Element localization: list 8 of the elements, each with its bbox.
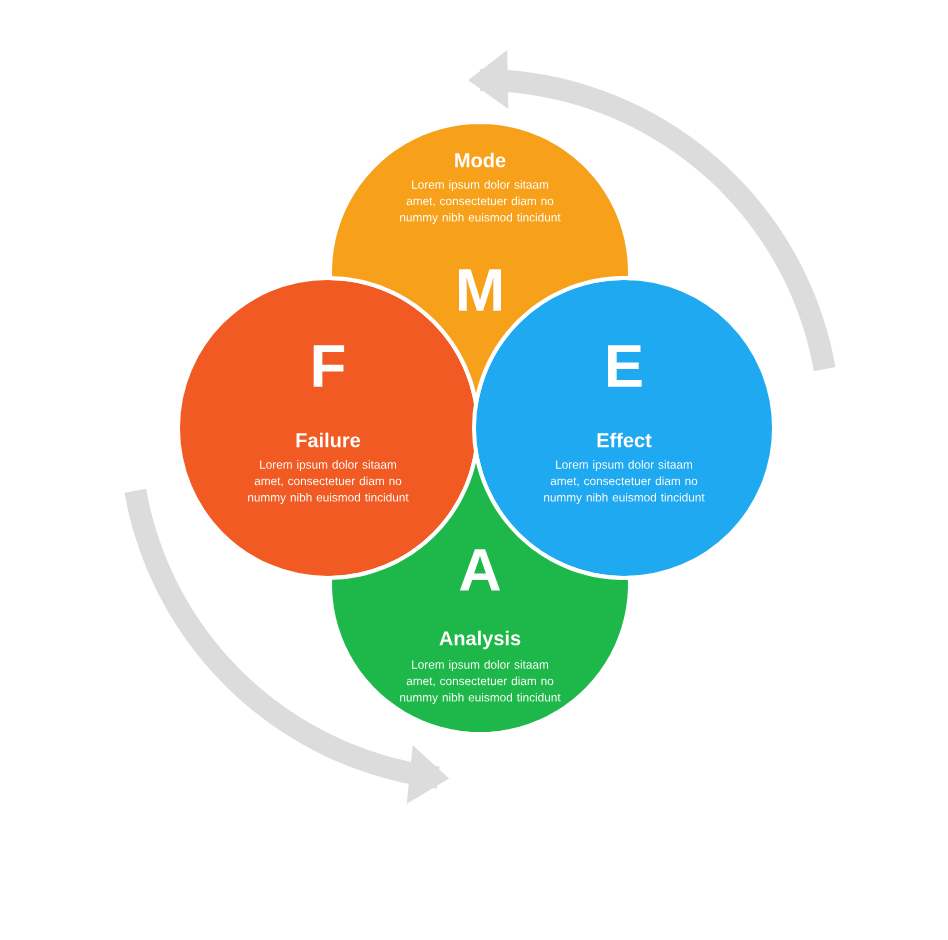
circle-letter: A: [459, 549, 501, 591]
circle-letter: E: [608, 345, 642, 387]
circle-letter: F: [313, 345, 345, 387]
circle-letter: M: [459, 269, 501, 311]
circle-heading: Effect: [597, 432, 652, 448]
circle-heading: Analysis: [439, 630, 521, 650]
circle-heading: Mode: [455, 152, 506, 168]
circle-heading: Failure: [296, 432, 361, 448]
